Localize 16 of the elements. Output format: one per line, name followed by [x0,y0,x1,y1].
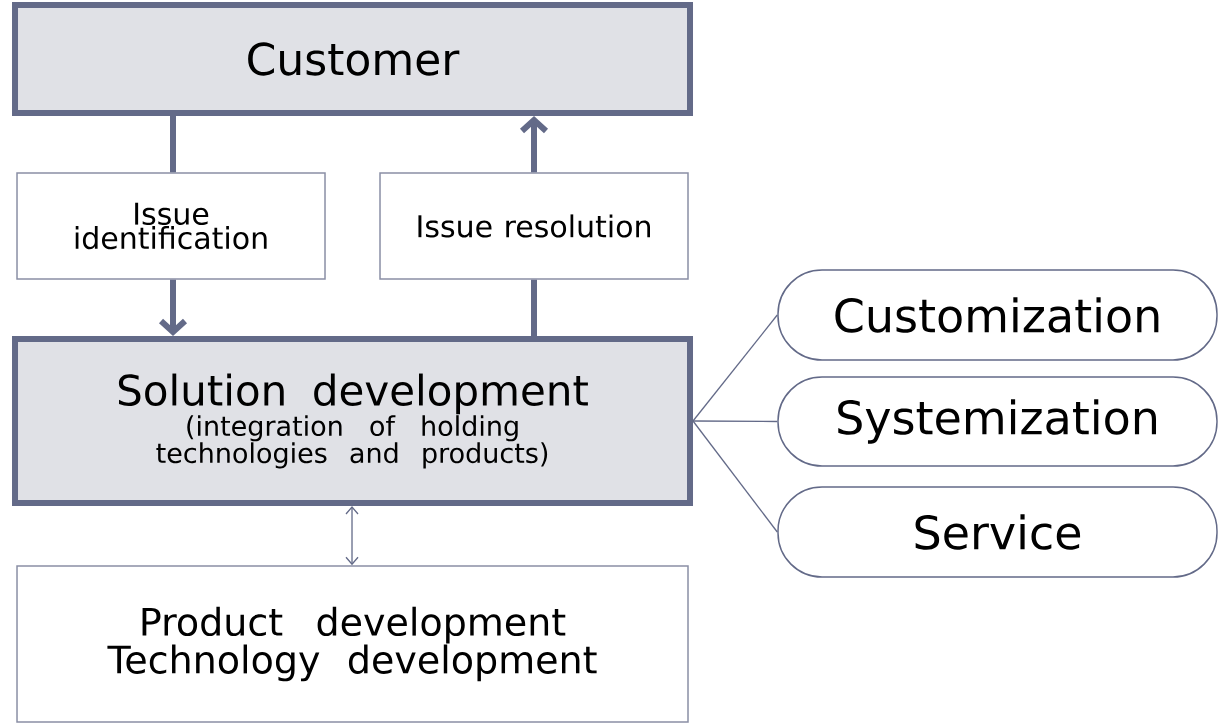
rounded-box: Systemization [777,376,1218,467]
connector [345,506,359,566]
process-box: Solution development (integration of holding technologies and products) [12,336,693,506]
rounded-box: Service [777,486,1218,578]
connector [692,420,778,533]
connector [159,279,188,336]
connector [170,116,176,173]
process-box: Product development Technology development [16,565,689,723]
connector [692,420,778,423]
label-box: Issue resolution [379,172,689,280]
rounded-box: Customization [777,269,1218,361]
connector [692,314,778,422]
connector [531,279,537,336]
customer-box: Customer [12,2,693,116]
label-box: Issue identification [16,172,326,280]
connector [520,116,549,173]
